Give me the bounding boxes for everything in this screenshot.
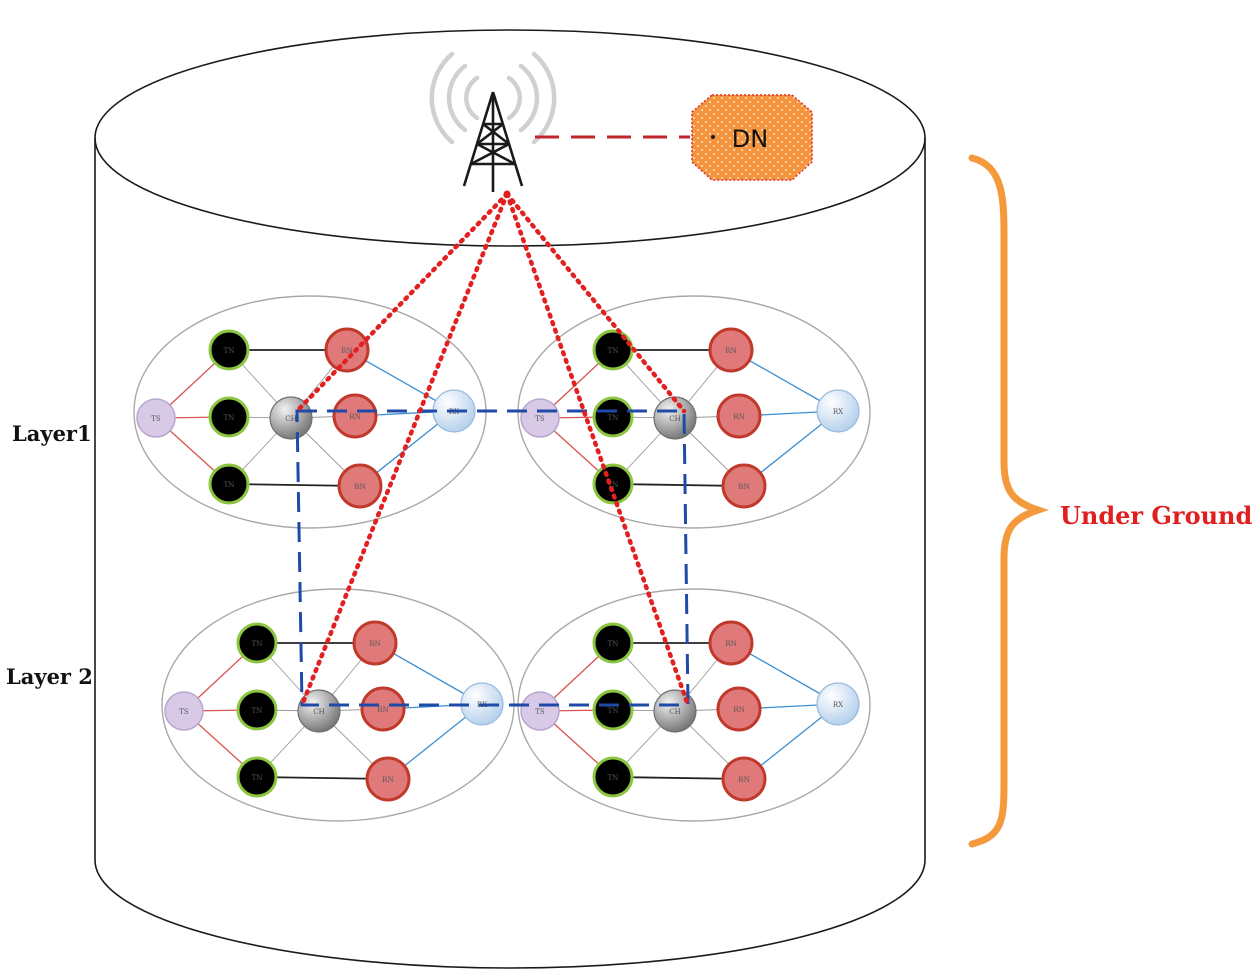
ts-node-label: TS [535,415,545,423]
rn-node-label: RN [733,706,744,714]
tn-node-label: TN [252,707,263,715]
tn-node-label: TN [224,414,235,422]
cylinder [94,29,926,969]
inter-cluster-links [295,409,690,707]
rn-node-label: RN [349,413,360,421]
rn-node-label: RN [341,347,352,355]
rn-node-label: RN [725,347,736,355]
rn-node [708,327,754,373]
antenna-tower-icon [429,51,557,192]
rn-node [332,393,378,439]
uplink-1 [294,191,510,414]
rn-node [352,620,398,666]
tn-node-label: TN [608,707,619,715]
rn-node [360,686,406,732]
rn-node-label: RN [733,413,744,421]
under-ground-label: Under Ground [1060,501,1252,530]
rn-node-label: RN [738,776,749,784]
tn-node [592,689,634,731]
tn-node [208,396,250,438]
rx-node-label: RX [833,701,843,709]
rn-node-label: RN [382,776,393,784]
rx-node [816,389,860,433]
layer2-label: Layer 2 [6,664,93,689]
rn-node [716,393,762,439]
cluster-layer2-right: TS TN TN TN CH RN RN RN RX [517,588,871,822]
tower-base-dot [503,190,511,198]
cylinder-body [94,138,926,969]
tn-node [592,622,634,664]
tn-node [592,463,634,505]
tn-node [236,689,278,731]
ts-node [520,691,560,731]
sensor-clusters: TS TN TN TN CH RN RN RN RX TS TN TN TN CH RN RN RN RX TS TN… [133,295,871,822]
tn-node-label: TN [608,481,619,489]
rn-node [708,620,754,666]
ch-node [297,689,341,733]
dn-node [691,94,813,181]
rn-node-label: RN [738,483,749,491]
rx-node [816,682,860,726]
tn-node-label: TN [608,414,619,422]
rx-node-label: RX [833,408,843,416]
ch-node-label: CH [669,708,680,716]
ch-node-label: CH [669,415,680,423]
ts-node-label: TS [151,415,161,423]
rn-node [337,463,383,509]
dn-port [711,135,715,139]
tn-node-label: TN [252,640,263,648]
rn-node [324,327,370,373]
tn-node [592,756,634,798]
rn-node-label: RN [377,706,388,714]
tn-node [236,622,278,664]
cluster-layer1-right: TS TN TN TN CH RN RN RN RX [517,295,871,529]
uplink-2 [299,191,510,708]
rn-node [716,686,762,732]
ch-ring-link [295,409,690,707]
layer1-label: Layer1 [12,421,92,446]
uplink-4 [504,191,691,708]
rn-node [721,463,767,509]
rn-node-label: RN [354,483,365,491]
tn-node [236,756,278,798]
tn-node [592,396,634,438]
rn-node [721,756,767,802]
ts-node-label: TS [535,708,545,716]
tn-node-label: TN [608,774,619,782]
tn-node [208,329,250,371]
uplink-3 [504,191,687,414]
ts-node [520,398,560,438]
tn-node-label: TN [252,774,263,782]
ts-node-label: TS [179,708,189,716]
tn-node [208,463,250,505]
tn-node-label: TN [224,347,235,355]
under-ground-brace [968,154,1050,848]
uplinks [294,191,691,708]
tn-node-label: TN [224,481,235,489]
rn-node-label: RN [369,640,380,648]
tn-node-label: TN [608,347,619,355]
tn-node-label: TN [608,640,619,648]
ch-node-label: CH [313,708,324,716]
rn-node-label: RN [725,640,736,648]
ch-node-label: CH [285,415,296,423]
ts-node [136,398,176,438]
ts-node [164,691,204,731]
dn-label: DN [732,125,768,153]
rn-node [365,756,411,802]
cylinder-top [94,29,926,247]
